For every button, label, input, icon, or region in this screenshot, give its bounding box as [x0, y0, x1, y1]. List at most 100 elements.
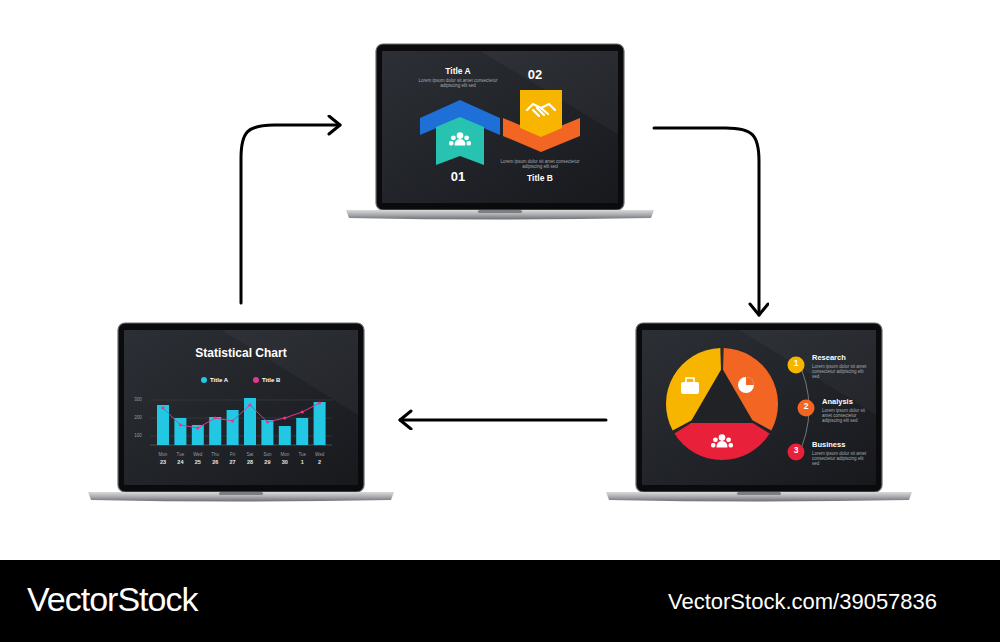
axis-label: 200 — [128, 415, 148, 420]
axis-label: Fri — [225, 452, 241, 457]
chart-bar — [157, 405, 169, 445]
axis-label: Tue — [172, 452, 188, 457]
chart-point — [283, 416, 286, 419]
axis-label: 30 — [277, 459, 293, 465]
laptop-node: Statistical Chart — [88, 323, 394, 502]
step-dot — [798, 400, 815, 417]
heading-text: 2 — [798, 402, 814, 412]
laptop-screen — [382, 51, 618, 203]
step-dot — [788, 357, 805, 374]
chart-point — [179, 423, 182, 426]
chart-bar — [244, 398, 256, 445]
axis-label: 24 — [172, 459, 188, 465]
axis-label: 25 — [190, 459, 206, 465]
chart-point — [248, 403, 251, 406]
chart-line — [163, 403, 320, 428]
legend-item: Title A — [201, 377, 228, 383]
chart-point — [214, 416, 217, 419]
people-icon — [711, 434, 733, 447]
chart-point — [266, 420, 269, 423]
laptop-notch — [219, 492, 263, 495]
laptop-node: Title ALorem ipsum dolor sit amet consec… — [346, 44, 654, 220]
laptop-base — [346, 210, 654, 220]
heading-text: 01 — [438, 170, 478, 185]
banner-yellow — [520, 90, 562, 137]
chart-point — [318, 401, 321, 404]
axis-label: Wed — [312, 452, 328, 457]
axis-label: 23 — [155, 459, 171, 465]
laptop-base — [606, 492, 912, 502]
axis-label: Sat — [242, 452, 258, 457]
laptop — [88, 323, 394, 502]
laptop-notch — [478, 210, 522, 213]
chart-bar — [174, 418, 186, 445]
center-triangle — [690, 368, 754, 423]
laptop-base — [88, 492, 394, 502]
laptop — [606, 323, 912, 502]
body-text: Lorem ipsum dolor sit amet consectetur a… — [812, 364, 868, 380]
heading-text: Analysis — [822, 398, 878, 407]
legend-swatch — [201, 377, 207, 383]
people-icon — [449, 132, 471, 145]
laptop-bezel — [118, 323, 364, 492]
body-text: Lorem ipsum dolor sit amet consectetur a… — [499, 159, 581, 169]
heading-text: Statistical Chart — [131, 347, 351, 361]
chart-point — [196, 426, 199, 429]
flow-arrow — [654, 128, 759, 315]
axis-label: 2 — [312, 459, 328, 465]
laptop — [346, 44, 654, 220]
axis-label: 300 — [128, 397, 148, 402]
flow-arrow — [241, 125, 340, 303]
laptop-bezel — [636, 323, 882, 492]
handshake-icon — [527, 104, 555, 116]
chart-bar — [314, 402, 326, 445]
chart-bar — [296, 418, 308, 445]
heading-text: 02 — [515, 68, 555, 83]
axis-label: 27 — [225, 459, 241, 465]
axis-label: 26 — [207, 459, 223, 465]
axis-label: Wed — [190, 452, 206, 457]
axis-label: Thu — [207, 452, 223, 457]
body-text: Lorem ipsum dolor sit amet consectetur a… — [417, 78, 499, 88]
footer-band — [0, 560, 1000, 642]
chart-bar — [261, 420, 273, 445]
legend-item: Title B — [253, 377, 280, 383]
chart-bar — [209, 417, 221, 445]
heading-text: 1 — [788, 359, 804, 369]
heading-text: Title A — [413, 67, 503, 77]
banner-teal — [436, 117, 484, 165]
chart-bar — [279, 426, 291, 445]
pie-icon — [738, 377, 754, 393]
heading-text: 3 — [788, 446, 804, 456]
flow-arrow — [400, 419, 606, 422]
chart-point — [231, 419, 234, 422]
heading-text: Research — [812, 354, 872, 363]
legend-text: Title A — [210, 377, 228, 383]
body-text: Lorem ipsum dolor sit amet consectetur a… — [812, 451, 868, 467]
laptop-screen — [642, 330, 876, 485]
heading-text: Title B — [495, 174, 585, 184]
chart-bar — [227, 410, 239, 445]
chart-point — [161, 406, 164, 409]
laptop-screen — [124, 330, 358, 485]
laptop-notch — [737, 492, 781, 495]
watermark: VectorStock — [27, 580, 357, 619]
watermark: VectorStock.com/39057836 — [668, 589, 993, 614]
laptop-node: ResearchLorem ipsum dolor sit amet conse… — [606, 323, 912, 502]
heading-text: Business — [812, 441, 872, 450]
axis-label: Tue — [294, 452, 310, 457]
screen-reflection — [221, 330, 358, 415]
body-text: Lorem ipsum dolor sit amet consectetur a… — [822, 408, 872, 424]
grid-line — [150, 400, 332, 401]
briefcase-icon — [681, 378, 699, 394]
chart-bar — [192, 425, 204, 445]
axis-label: Mon — [277, 452, 293, 457]
chart-point — [301, 410, 304, 413]
step-dot — [788, 444, 805, 461]
legend-text: Title B — [262, 377, 280, 383]
axis-label: 1 — [294, 459, 310, 465]
axis-label: 28 — [242, 459, 258, 465]
legend-swatch — [253, 377, 259, 383]
